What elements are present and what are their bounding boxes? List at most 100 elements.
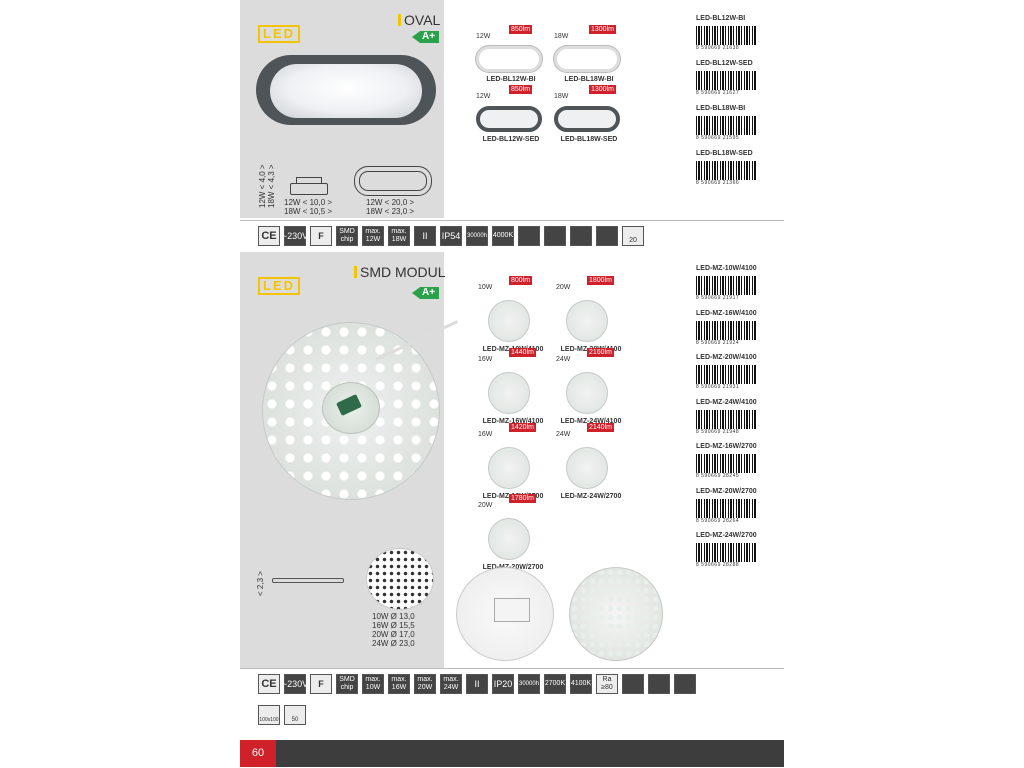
product-code: LED-MZ-24W/4100 bbox=[560, 418, 622, 425]
ip54-icon: IP54 bbox=[440, 226, 462, 246]
product-lumen: 1300lm bbox=[589, 25, 616, 34]
product-watt: 12W bbox=[476, 33, 491, 40]
protection-class-icon: II bbox=[466, 674, 488, 694]
section-divider bbox=[240, 668, 784, 669]
product-watt: 16W bbox=[478, 431, 493, 438]
oval-side-drawing bbox=[290, 183, 328, 195]
product-smd-2: 20W 1800lm LED-MZ-20W/4100 bbox=[556, 276, 626, 353]
protection-class-icon: II bbox=[414, 226, 436, 246]
barcode-image bbox=[696, 161, 756, 180]
ceiling-light-with-module-image bbox=[569, 567, 663, 661]
product-smd-5: 16W 1420lm LED-MZ-16W/2700 bbox=[478, 423, 548, 500]
barcode-image bbox=[696, 365, 756, 384]
led-strip-icon bbox=[674, 674, 696, 694]
box-quantity-icon: 50 bbox=[284, 705, 306, 725]
smd-module-thumb bbox=[566, 372, 608, 414]
oval-white-lamp-icon bbox=[476, 46, 542, 72]
barcode-number: 8 590669 21366 bbox=[696, 180, 740, 186]
barcode-number: 8 590669 21627 bbox=[696, 90, 740, 96]
barcode-item: LED-MZ-16W/4100 8 590669 21924 bbox=[696, 310, 776, 355]
max-power-20w-icon: max. 20W bbox=[414, 674, 436, 694]
barcode-code: LED-MZ-10W/4100 bbox=[696, 265, 757, 272]
product-lumen: 850lm bbox=[509, 25, 533, 34]
oval-dark-lamp-icon bbox=[476, 106, 542, 132]
dim-b-18w: 18W < 23,0 > bbox=[366, 207, 415, 216]
product-watt: 20W bbox=[556, 284, 571, 291]
ceiling-light-driver-box bbox=[494, 598, 530, 622]
smd-feature-icons: CE ~230V F SMD chip max. 10W max. 16W ma… bbox=[258, 674, 696, 694]
product-lumen: 1300lm bbox=[589, 85, 616, 94]
max-power-24w-icon: max. 24W bbox=[440, 674, 462, 694]
barcode-code: LED-MZ-24W/4100 bbox=[696, 398, 757, 406]
barcode-image bbox=[696, 116, 756, 135]
dim-side-12w: 12W < 4,0 > bbox=[258, 164, 267, 208]
barcode-number: 8 590669 21595 bbox=[696, 135, 740, 141]
barcode-item: LED-MZ-20W/4100 8 590669 21931 bbox=[696, 354, 776, 399]
barcode-item: LED-MZ-16W/2700 8 590669 28245 bbox=[696, 443, 776, 488]
ce-mark-icon: CE bbox=[258, 674, 280, 694]
ip20-icon: IP20 bbox=[492, 674, 514, 694]
barcode-item: LED-MZ-10W/4100 8 590669 21917 bbox=[696, 265, 776, 310]
smd-chip-icon: SMD chip bbox=[336, 226, 358, 246]
product-watt: 18W bbox=[554, 33, 569, 40]
barcode-image bbox=[696, 71, 756, 90]
box-dimension-icon: 100x100 bbox=[258, 705, 280, 725]
barcode-number: 8 590669 21924 bbox=[696, 339, 740, 346]
indoor-icon bbox=[622, 674, 644, 694]
oval-lamp-diffuser bbox=[270, 64, 422, 118]
energy-class-badge: A+ bbox=[412, 287, 440, 299]
barcode-number: 8 590669 21917 bbox=[696, 295, 740, 301]
product-oval-4: 18W 1300lm LED-BL18W-SED bbox=[554, 85, 624, 143]
section-title-smd: SMD MODUL bbox=[354, 264, 446, 280]
oval-top-drawing-inner bbox=[359, 171, 427, 191]
barcode-code: LED-MZ-16W/2700 bbox=[696, 443, 757, 450]
dim-a-18w: 18W < 10,5 > bbox=[284, 207, 333, 216]
barcode-code: LED-MZ-20W/2700 bbox=[696, 487, 757, 495]
product-lumen: 1780lm bbox=[509, 494, 536, 503]
oval-dark-lamp-icon bbox=[554, 106, 620, 132]
barcode-list-oval: LED-BL12W-BI 8 590669 21638 LED-BL12W-SE… bbox=[696, 15, 776, 195]
barcode-code: LED-BL12W-SED bbox=[696, 60, 753, 67]
dim-a-label: 12W < 10,0 > 18W < 10,5 > bbox=[284, 198, 332, 216]
barcode-number: 8 590669 21638 bbox=[696, 45, 740, 51]
barcode-image bbox=[696, 543, 756, 562]
smd-top-drawing bbox=[366, 548, 434, 610]
box-dimension-icon: 20 bbox=[622, 226, 644, 246]
product-watt: 24W bbox=[556, 356, 571, 363]
max-power-10w-icon: max. 10W bbox=[362, 674, 384, 694]
smd-module-thumb bbox=[488, 447, 530, 489]
indoor-icon bbox=[518, 226, 540, 246]
product-code: LED-BL18W-BI bbox=[564, 76, 614, 83]
energy-class-badge: A+ bbox=[412, 31, 440, 43]
product-oval-3: 12W 850lm LED-BL12W-SED bbox=[476, 85, 546, 143]
f-mark-icon: F bbox=[310, 674, 332, 694]
smd-side-drawing bbox=[272, 578, 344, 583]
dim-side-18w: 18W < 4,3 > bbox=[267, 164, 276, 208]
barcode-image bbox=[696, 409, 756, 429]
barcode-image bbox=[696, 454, 756, 473]
product-lumen: 1800lm bbox=[587, 276, 614, 285]
dim-b-label: 12W < 20,0 > 18W < 23,0 > bbox=[366, 198, 414, 216]
diameter-16w: 16W Ø 15,5 bbox=[372, 621, 415, 630]
product-lumen: 800lm bbox=[509, 276, 533, 285]
barcode-item: LED-BL12W-BI 8 590669 21638 bbox=[696, 15, 776, 60]
product-watt: 20W bbox=[478, 502, 493, 509]
product-lumen: 2140lm bbox=[587, 423, 614, 432]
oval-top-drawing bbox=[354, 166, 432, 196]
barcode-number: 8 590669 28245 bbox=[696, 473, 740, 479]
product-code: LED-BL18W-SED bbox=[560, 136, 618, 143]
smd-feature-icons-row2: 100x100 50 bbox=[258, 705, 306, 725]
color-temp-icon: 4000K bbox=[492, 226, 514, 246]
product-code: LED-BL12W-BI bbox=[486, 76, 536, 83]
smd-chip-icon: SMD chip bbox=[336, 674, 358, 694]
barcode-item: LED-MZ-24W/2700 8 590669 28288 bbox=[696, 532, 776, 577]
ceiling-mount-icon bbox=[570, 226, 592, 246]
diameter-10w: 10W Ø 13,0 bbox=[372, 612, 415, 621]
barcode-item: LED-BL12W-SED 8 590669 21627 bbox=[696, 60, 776, 105]
product-code: LED-MZ-16W/4100 bbox=[482, 418, 544, 425]
color-temp-2700k-icon: 2700K bbox=[544, 674, 566, 694]
dim-height-label: < 2,3 > bbox=[256, 571, 265, 596]
wall-mount-icon bbox=[544, 226, 566, 246]
oval-side-drawing-top bbox=[296, 177, 322, 184]
dim-side-label: 12W < 4,0 > 18W < 4,3 > bbox=[258, 164, 276, 208]
